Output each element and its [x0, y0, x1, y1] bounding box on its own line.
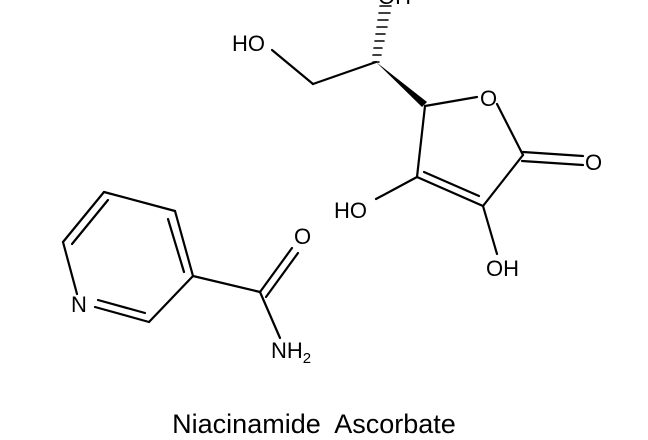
bond-c3-oh	[374, 175, 419, 201]
bond-ring-4	[93, 305, 151, 324]
atom-label-carbonyl-o: O	[585, 150, 602, 175]
atom-label-ring-o: O	[480, 86, 497, 111]
bond-ring-2	[173, 209, 195, 278]
bond-c1-o	[521, 150, 585, 158]
bond-c3-c4	[415, 104, 427, 179]
wedge-c5-c4	[376, 62, 427, 107]
diagram-caption: Niacinamide Ascorbate	[172, 409, 456, 439]
bond-c2-c3	[415, 175, 485, 208]
niacinamide-molecule: O N NH2	[61, 190, 311, 367]
bond-c2-oh	[481, 204, 499, 256]
bond-c2-c3-double	[422, 170, 481, 198]
atom-label-oh-enol: OH	[486, 256, 519, 281]
bond-ring-carbonyl	[191, 274, 262, 294]
ascorbate-molecule: HO OH O O HO OH	[232, 0, 602, 281]
bond-c-n	[258, 290, 282, 340]
bond-ring-1	[102, 190, 177, 213]
bond-ring-6-double	[70, 198, 110, 246]
atom-label-ho-enol: HO	[334, 198, 367, 223]
bond-c4-o1	[423, 95, 479, 108]
bond-c1-o-double	[520, 159, 585, 167]
bond-ring-3	[147, 274, 195, 324]
atom-label-ho-top: HO	[232, 31, 265, 56]
bond-c-o	[258, 246, 294, 294]
bond-o1-c1	[495, 102, 525, 157]
bond-ring-2-double	[166, 217, 186, 274]
bond-ho-ch2	[270, 48, 315, 86]
atom-label-pyridine-n: N	[71, 292, 87, 317]
bond-c1-c2	[481, 153, 525, 208]
atom-label-nh2: NH2	[271, 338, 311, 367]
bond-ch2-c5	[311, 60, 378, 86]
hashed-wedge-c5-oh	[372, 5, 392, 63]
bond-ring-6	[61, 190, 106, 244]
bond-c-o-double	[264, 251, 300, 299]
atom-label-amide-o: O	[294, 224, 311, 249]
bond-ring-4-double	[96, 298, 147, 315]
atom-label-oh-top: OH	[378, 0, 411, 9]
bond-ring-5	[61, 240, 79, 296]
